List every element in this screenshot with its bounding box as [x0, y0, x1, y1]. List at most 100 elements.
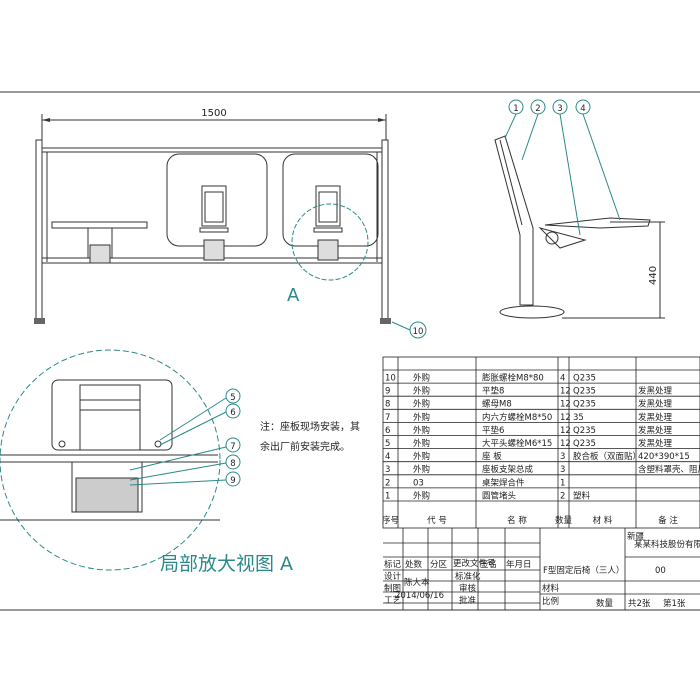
bom-cell-remark: 发黑处理	[638, 438, 673, 449]
bom-cell-material: 35	[573, 413, 584, 423]
note-line-1: 注：座板现场安装，其	[260, 420, 360, 433]
bom-header-code: 代 号	[427, 515, 447, 526]
bom-header-name: 名 称	[507, 515, 527, 526]
balloon-5: 5	[230, 393, 235, 403]
bom-cell-material: Q235	[573, 426, 596, 436]
drawing-title: F型固定后椅（三人）	[543, 565, 624, 576]
front-view: 1500 A 10	[34, 108, 427, 339]
label-sign: 签名	[480, 559, 497, 570]
balloon-6: 6	[230, 408, 235, 418]
bom-cell-code: 外购	[413, 425, 430, 436]
bom-cell-name: 圆管堵头	[482, 490, 517, 501]
bom-cell-no: 1	[385, 491, 390, 501]
balloon-9: 9	[230, 476, 235, 486]
bom-cell-qty: 3	[560, 452, 565, 462]
label-mark: 标记	[384, 559, 402, 570]
bom-cell-name: 座板支架总成	[482, 464, 534, 475]
balloon-3: 3	[557, 104, 562, 114]
bom-cell-name: 座 板	[482, 451, 502, 462]
bom-cell-name: 螺母M8	[482, 399, 512, 410]
bom-cell-no: 10	[385, 374, 396, 384]
bom-cell-code: 外购	[413, 451, 430, 462]
bom-cell-qty: 2	[560, 491, 565, 501]
balloon-4: 4	[580, 104, 585, 114]
bom-cell-name: 平垫6	[482, 425, 504, 436]
company-label: 新疆	[627, 531, 645, 542]
balloon-1: 1	[513, 104, 518, 114]
bom-cell-name: 桌架焊合件	[482, 477, 525, 488]
height-dimension: 440	[648, 266, 659, 285]
label-date: 年月日	[506, 559, 532, 570]
width-dimension: 1500	[201, 108, 226, 119]
label-zone: 分区	[430, 560, 448, 570]
title-block: 标记处数分区更改文件号签名年月日设计制图工艺陈大本2014/06/16标准化审核…	[383, 528, 700, 610]
bom-cell-no: 9	[385, 387, 390, 397]
bom-cell-remark: 发黑处理	[638, 386, 673, 397]
bom-cell-material: Q235	[573, 439, 596, 449]
bom-cell-no: 6	[385, 426, 390, 436]
label-review: 审核	[459, 583, 477, 594]
label-draw: 制图	[384, 583, 401, 594]
bom-cell-no: 3	[385, 465, 390, 475]
bom-cell-name: 内六方螺栓M8*50	[482, 412, 552, 423]
bom-cell-no: 2	[385, 478, 390, 488]
total-sheets: 共2张	[628, 599, 651, 609]
bom-cell-qty: 12	[560, 400, 571, 410]
bom-cell-material: 胶合板（双面贴）	[573, 451, 641, 462]
bom-cell-code: 外购	[413, 412, 430, 423]
bom-cell-qty: 4	[560, 374, 565, 384]
company-name: 某某科技股份有限公司	[634, 539, 700, 550]
bom-cell-code: 外购	[413, 373, 430, 384]
balloon-2: 2	[535, 104, 540, 114]
label-scale: 比例	[542, 596, 559, 607]
balloon-10: 10	[413, 327, 424, 337]
bom-cell-no: 4	[385, 452, 390, 462]
bom-row: 2 03 桌架焊合件 1	[385, 477, 565, 488]
bom-cell-code: 外购	[413, 399, 430, 410]
bom-cell-code: 外购	[413, 386, 430, 397]
bom-header-remark: 备 注	[658, 515, 678, 526]
bom-cell-qty: 12	[560, 439, 571, 449]
side-view: 440 1 2 3 4	[494, 99, 665, 319]
bom-header-no: 序号	[382, 515, 399, 526]
bom-row: 4 外购 座 板 3 胶合板（双面贴）420*390*15	[385, 451, 690, 462]
bom-cell-code: 外购	[413, 438, 430, 449]
detail-view-title: 局部放大视图 A	[160, 553, 293, 575]
label-count: 处数	[405, 559, 423, 570]
bom-cell-qty: 3	[560, 465, 565, 475]
bom-cell-name: 平垫8	[482, 386, 504, 397]
bom-row: 1 外购 圆管堵头 2 塑料	[385, 490, 591, 501]
note-line-2: 余出厂前安装完成。	[260, 440, 350, 453]
label-process: 工艺	[384, 596, 401, 606]
detail-a-label: A	[287, 285, 300, 306]
bom-header-qty: 数量	[555, 515, 573, 526]
bom-cell-material: Q235	[573, 374, 596, 384]
bom-cell-code: 外购	[413, 490, 430, 501]
bom-cell-code: 外购	[413, 464, 430, 475]
drawing-date: 2014/06/16	[395, 591, 444, 601]
bom-cell-code: 03	[413, 478, 424, 488]
bom-cell-qty: 12	[560, 426, 571, 436]
bom-cell-material: Q235	[573, 400, 596, 410]
drawing-code: 00	[655, 566, 666, 576]
bom-row: 3 外购 座板支架总成 3 含塑料罩壳、阻尼器	[385, 464, 700, 475]
label-standard: 标准化	[455, 571, 481, 582]
sheet-number: 第1张	[663, 598, 686, 609]
label-quantity: 数量	[596, 598, 614, 609]
label-design: 设计	[384, 571, 402, 582]
bom-cell-remark: 发黑处理	[638, 425, 673, 436]
bom-cell-remark: 420*390*15	[638, 452, 690, 462]
bom-cell-qty: 1	[560, 478, 565, 488]
label-doc-no: 更改文件号	[453, 558, 496, 569]
balloon-8: 8	[230, 459, 235, 469]
detail-view: 5 6 7 8 9 局部放大视图 A	[0, 349, 293, 575]
bom-cell-remark: 含塑料罩壳、阻尼器	[638, 464, 700, 475]
bom-cell-material: 塑料	[573, 490, 591, 501]
